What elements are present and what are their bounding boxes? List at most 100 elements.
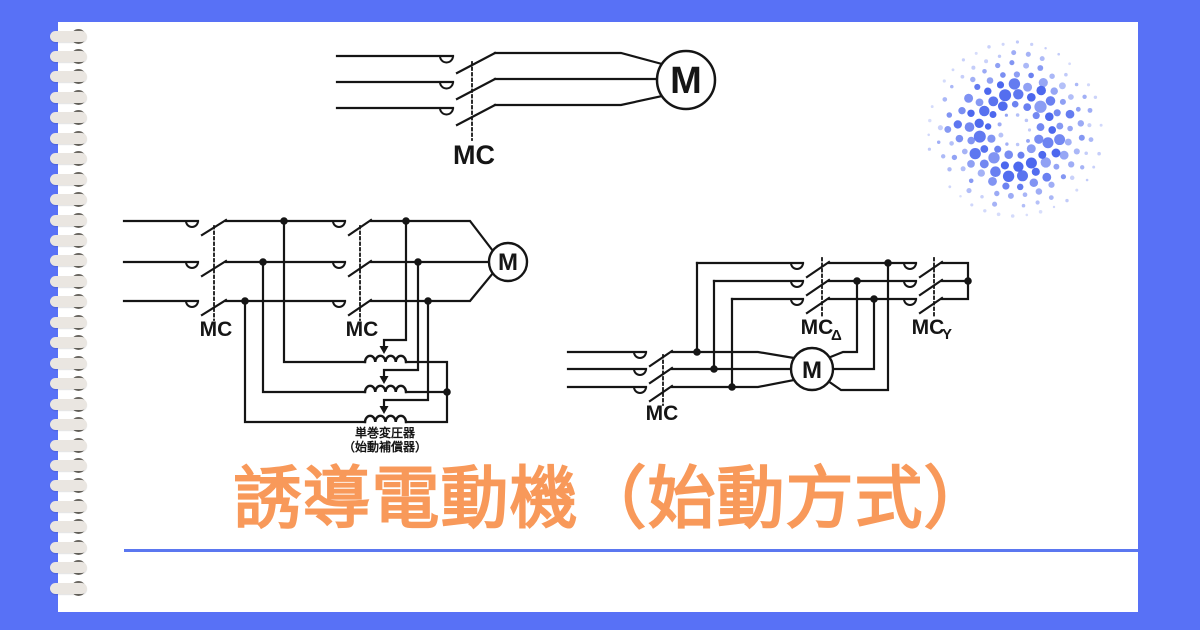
binder-ring bbox=[50, 396, 90, 412]
transformer-name-label: 単巻変圧器 bbox=[355, 425, 416, 440]
binder-ring-pin-icon bbox=[50, 296, 87, 308]
binder-ring-pin-icon bbox=[50, 439, 87, 451]
halftone-dot bbox=[977, 169, 985, 177]
halftone-dot bbox=[1030, 42, 1034, 47]
halftone-dot bbox=[986, 77, 994, 84]
halftone-dot bbox=[1005, 142, 1009, 146]
halftone-dot bbox=[1084, 151, 1088, 156]
halftone-dot bbox=[1075, 188, 1079, 192]
binder-ring bbox=[50, 233, 90, 248]
contact-arc-icon bbox=[438, 54, 455, 116]
halftone-dot bbox=[937, 125, 943, 131]
halftone-dot bbox=[960, 166, 966, 172]
halftone-dot bbox=[1092, 165, 1096, 169]
supply-lines bbox=[335, 54, 455, 110]
binder-ring-pin-icon bbox=[50, 419, 87, 431]
halftone-dot bbox=[1058, 82, 1066, 90]
binder-ring-pin-icon bbox=[50, 132, 87, 144]
motor-circle bbox=[487, 241, 529, 283]
contact-arc-icon bbox=[789, 261, 805, 306]
halftone-dot bbox=[951, 154, 958, 161]
halftone-dot bbox=[950, 84, 954, 89]
halftone-dot bbox=[1024, 118, 1029, 123]
halftone-dot bbox=[996, 81, 1005, 89]
halftone-dot bbox=[1015, 142, 1020, 147]
halftone-dot bbox=[998, 132, 1004, 138]
binder-ring bbox=[50, 478, 90, 494]
title-underline bbox=[124, 549, 1138, 552]
halftone-dot bbox=[989, 111, 997, 118]
contactor-link-dotted bbox=[213, 225, 361, 321]
halftone-dot bbox=[983, 209, 987, 213]
halftone-dot bbox=[1045, 112, 1054, 121]
binder-ring-pin-icon bbox=[50, 50, 87, 62]
star-subscript-label: Y bbox=[942, 326, 952, 343]
halftone-dot bbox=[1016, 170, 1029, 182]
main-contactor-label: MC bbox=[646, 402, 679, 425]
halftone-dot bbox=[1037, 65, 1044, 71]
halftone-dot bbox=[1000, 72, 1006, 78]
binder-ring bbox=[50, 560, 90, 576]
halftone-dot bbox=[984, 87, 992, 95]
circuit-direct-on-line: M MC bbox=[335, 49, 717, 170]
spiral-binding bbox=[50, 22, 98, 612]
halftone-dot bbox=[967, 136, 975, 145]
halftone-dot bbox=[1073, 148, 1080, 155]
halftone-dot bbox=[997, 54, 1002, 59]
halftone-dot bbox=[1016, 183, 1024, 191]
halftone-dot bbox=[1035, 188, 1043, 195]
binder-ring-pin-icon bbox=[50, 91, 87, 103]
halftone-dot bbox=[1023, 103, 1032, 111]
star-contactor-label: MC bbox=[912, 316, 945, 339]
halftone-dot bbox=[1059, 150, 1069, 160]
transformer-note-label: （始動補償器） bbox=[343, 439, 427, 454]
binder-ring-pin-icon bbox=[50, 378, 87, 390]
halftone-dot bbox=[990, 166, 1001, 177]
switch-blades bbox=[805, 260, 831, 315]
binder-ring-pin-icon bbox=[50, 275, 87, 287]
delta-contactor-label: MC bbox=[801, 316, 834, 339]
halftone-dot bbox=[927, 133, 930, 137]
halftone-dot bbox=[1029, 178, 1039, 188]
halftone-dot bbox=[970, 76, 976, 83]
start-contactor-label: MC bbox=[346, 318, 379, 341]
halftone-dot bbox=[984, 123, 992, 130]
halftone-dot bbox=[1031, 167, 1040, 176]
motor-leads bbox=[493, 51, 664, 107]
binder-ring bbox=[50, 376, 90, 392]
halftone-dot bbox=[1065, 109, 1075, 119]
halftone-dot bbox=[1034, 134, 1044, 144]
binder-ring-pin-icon bbox=[50, 337, 87, 349]
junction-dots bbox=[693, 259, 972, 391]
halftone-dot bbox=[1080, 165, 1085, 170]
motor-label: M bbox=[498, 249, 518, 276]
page-title: 誘導電動機（始動方式） bbox=[233, 461, 993, 537]
star-branch-lines bbox=[827, 261, 918, 301]
binder-ring-pin-icon bbox=[50, 521, 87, 533]
halftone-dot bbox=[942, 97, 948, 102]
riser-lines bbox=[695, 261, 734, 389]
halftone-dot bbox=[1049, 73, 1055, 79]
halftone-dot bbox=[1015, 113, 1020, 117]
tap-lines bbox=[382, 219, 430, 409]
halftone-dot bbox=[1086, 83, 1091, 87]
circuit-star-delta: M MC MC Δ MC Y bbox=[566, 257, 972, 425]
halftone-dot bbox=[997, 122, 1002, 127]
binder-ring-pin-icon bbox=[50, 235, 87, 246]
halftone-dot bbox=[971, 65, 976, 70]
motor-leads bbox=[369, 219, 495, 303]
halftone-dot bbox=[987, 134, 996, 143]
halftone-dot bbox=[964, 122, 975, 132]
contact-arc-icon bbox=[632, 350, 648, 394]
halftone-dot bbox=[1040, 157, 1051, 168]
halftone-dot bbox=[1025, 157, 1037, 169]
halftone-dot bbox=[1048, 126, 1057, 134]
binder-ring-pin-icon bbox=[50, 173, 87, 185]
halftone-dot bbox=[961, 58, 965, 62]
halftone-dot bbox=[984, 59, 989, 64]
halftone-dot bbox=[994, 145, 1002, 153]
halftone-dot bbox=[1054, 134, 1066, 146]
binder-ring-pin-icon bbox=[50, 112, 87, 124]
halftone-dot bbox=[958, 107, 966, 115]
halftone-dot bbox=[946, 112, 953, 118]
